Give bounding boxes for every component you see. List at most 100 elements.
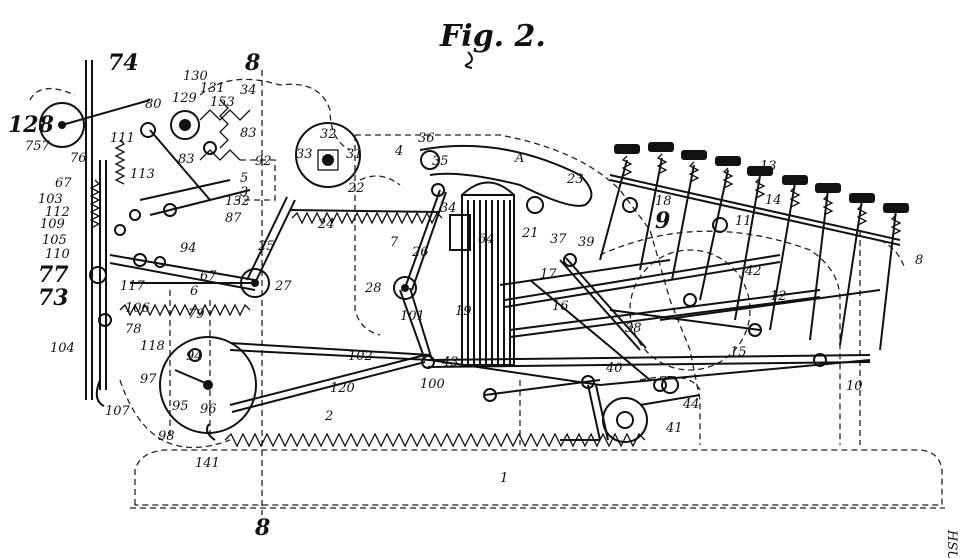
side-note: HSU [944, 529, 959, 558]
label-21: 21 [521, 226, 539, 241]
label-15: 15 [730, 345, 747, 360]
figure-title: Fig. 2. [439, 19, 546, 54]
label-141: 141 [195, 456, 220, 471]
label-25: 25 [257, 239, 275, 254]
label-41: 41 [665, 421, 683, 436]
label-19: 19 [455, 304, 472, 319]
label-37: 37 [550, 232, 567, 247]
label-8-bottom: 8 [254, 515, 270, 541]
pulley-77 [89, 253, 166, 327]
label-32: 32 [320, 127, 337, 142]
gear-cluster [114, 99, 276, 236]
label-109: 109 [40, 217, 65, 232]
label-40: 40 [605, 361, 623, 376]
label-111: 111 [110, 131, 135, 146]
label-103: 103 [38, 192, 63, 207]
label-16: 16 [552, 299, 569, 314]
label-36: 36 [418, 131, 435, 146]
label-131: 131 [200, 81, 225, 96]
wheel-96 [159, 336, 431, 434]
label-18: 18 [655, 194, 672, 209]
label-96: 96 [200, 402, 217, 417]
label-33: 33 [296, 147, 313, 162]
label-83a: 83 [240, 126, 257, 141]
label-4: 4 [394, 144, 403, 159]
label-74: 74 [108, 50, 139, 76]
reference-labels: 74 8 8 130 131 129 153 34 80 128 757 76 … [8, 50, 923, 541]
wheel-32 [295, 122, 361, 188]
label-1: 1 [500, 471, 508, 486]
label-102: 102 [348, 349, 373, 364]
label-101: 101 [400, 309, 425, 324]
label-9: 9 [655, 208, 670, 234]
label-77: 77 [38, 262, 69, 288]
label-73: 73 [38, 285, 69, 311]
label-26: 26 [411, 245, 429, 260]
label-112: 112 [45, 205, 70, 220]
label-5: 5 [240, 171, 248, 186]
label-757: 757 [25, 139, 51, 154]
label-100: 100 [420, 377, 445, 392]
base-plate [130, 449, 945, 509]
label-13: 13 [760, 159, 777, 174]
label-64: 64 [478, 232, 495, 247]
label-98: 98 [158, 429, 175, 444]
label-10: 10 [846, 379, 863, 394]
label-7: 7 [390, 235, 399, 250]
label-38: 38 [625, 321, 642, 336]
label-104: 104 [50, 341, 75, 356]
label-79: 79 [188, 307, 205, 322]
label-87: 87 [225, 211, 242, 226]
keyboard-keys [599, 142, 909, 351]
label-118: 118 [140, 339, 165, 354]
label-34b: 34 [440, 201, 457, 216]
spring-79 [119, 303, 251, 317]
main-spring [224, 432, 646, 448]
label-128: 128 [8, 112, 54, 138]
label-42: 42 [744, 264, 762, 279]
label-17: 17 [540, 267, 557, 282]
label-83b: 83 [178, 152, 195, 167]
label-113: 113 [130, 167, 155, 182]
label-129: 129 [172, 91, 197, 106]
label-27: 27 [274, 279, 292, 294]
label-78: 78 [125, 322, 142, 337]
label-6: 6 [190, 284, 198, 299]
label-105: 105 [42, 233, 67, 248]
label-97: 97 [140, 372, 157, 387]
label-92: 92 [255, 154, 272, 169]
bar-24 [289, 209, 441, 213]
hook-141 [206, 423, 216, 441]
label-117: 117 [120, 279, 146, 294]
label-94: 94 [180, 241, 197, 256]
label-23: 23 [566, 172, 584, 187]
label-39: 39 [578, 235, 595, 250]
title-flourish [464, 51, 473, 69]
label-80: 80 [145, 97, 162, 112]
label-132: 132 [225, 194, 250, 209]
label-120: 120 [330, 381, 355, 396]
connecting-rods [427, 353, 871, 441]
label-35: 35 [432, 154, 449, 169]
label-2: 2 [324, 409, 333, 424]
lever-101 [393, 144, 593, 369]
label-28: 28 [364, 281, 382, 296]
pulley-41 [602, 376, 701, 443]
label-130: 130 [183, 69, 208, 84]
label-67b: 67 [200, 269, 217, 284]
label-76: 76 [70, 151, 87, 166]
label-95: 95 [172, 399, 189, 414]
wheel-128 [39, 99, 151, 148]
label-34: 34 [240, 83, 257, 98]
label-A: A [514, 151, 524, 166]
pulley-27 [109, 196, 296, 298]
label-110: 110 [45, 247, 70, 262]
label-43: 43 [441, 355, 459, 370]
label-106: 106 [125, 301, 150, 316]
label-44: 44 [682, 397, 700, 412]
label-14: 14 [765, 193, 782, 208]
frame-outlines [29, 78, 906, 449]
spring-24 [291, 211, 443, 225]
label-153: 153 [210, 95, 235, 110]
type-bar-bundle [449, 181, 544, 366]
